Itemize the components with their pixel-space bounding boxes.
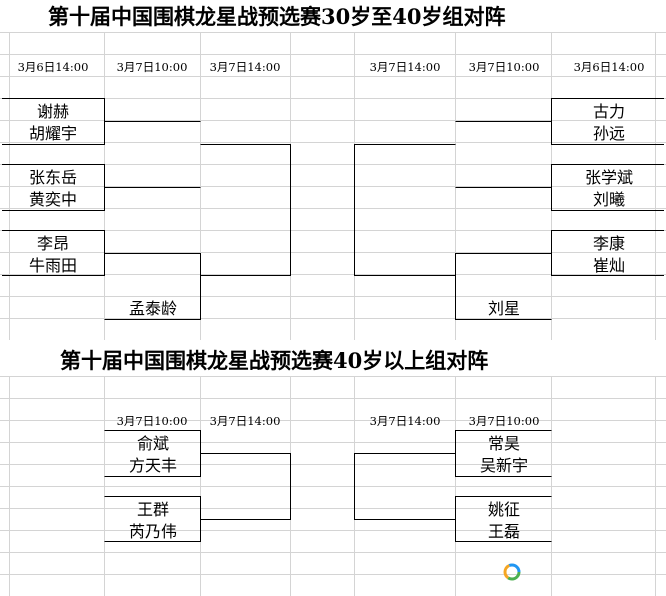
bracket-line (455, 496, 552, 542)
bracket-line (2, 98, 105, 145)
bracket-line (551, 164, 664, 211)
round-header: 3月7日10:00 (116, 414, 188, 428)
bracket-line (104, 253, 201, 320)
round-header: 3月7日10:00 (468, 414, 540, 428)
player-name: 黄奕中 (28, 190, 78, 209)
bracket-line (104, 496, 201, 542)
section-title-40-plus: 第十届中国围棋龙星战预选赛40岁以上组对阵 (60, 348, 489, 373)
bracket-line (551, 230, 664, 276)
player-name: 俞斌 (136, 434, 170, 453)
section-title-30-40: 第十届中国围棋龙星战预选赛30岁至40岁组对阵 (48, 4, 506, 29)
bracket-line (551, 98, 664, 145)
seeded-player-name: 刘星 (487, 299, 521, 318)
bracket-line (455, 430, 552, 477)
player-name: 芮乃伟 (128, 522, 178, 541)
app-logo-icon (503, 563, 521, 581)
bracket-line (200, 453, 291, 520)
player-name: 张学斌 (584, 168, 634, 187)
player-name: 常昊 (487, 434, 521, 453)
round-header: 3月7日14:00 (209, 60, 281, 74)
player-name: 胡耀宇 (28, 124, 78, 143)
player-name: 方天丰 (128, 456, 178, 475)
round-header: 3月7日10:00 (468, 60, 540, 74)
round-header: 3月7日14:00 (209, 414, 281, 428)
bracket-line (2, 164, 105, 211)
round-header: 3月6日14:00 (573, 60, 645, 74)
player-name: 牛雨田 (28, 256, 78, 275)
bracket-line (354, 144, 456, 276)
player-name: 吴新宇 (479, 456, 529, 475)
player-name: 李康 (592, 234, 626, 253)
player-name: 王群 (136, 500, 170, 519)
bracket-line (455, 253, 552, 320)
round-header: 3月7日14:00 (369, 60, 441, 74)
bracket-line (2, 230, 105, 276)
round-header: 3月7日10:00 (116, 60, 188, 74)
bracket-line (104, 430, 201, 477)
player-name: 王磊 (487, 522, 521, 541)
bracket-line (200, 144, 291, 276)
round-header: 3月6日14:00 (17, 60, 89, 74)
player-name: 李昂 (36, 234, 70, 253)
bracket-line (354, 453, 456, 520)
seeded-player-name: 孟泰龄 (128, 299, 178, 318)
player-name: 张东岳 (28, 168, 78, 187)
player-name: 谢赫 (36, 102, 70, 121)
player-name: 刘曦 (592, 190, 626, 209)
player-name: 孙远 (592, 124, 626, 143)
player-name: 古力 (592, 102, 626, 121)
round-header: 3月7日14:00 (369, 414, 441, 428)
player-name: 姚征 (487, 500, 521, 519)
player-name: 崔灿 (592, 256, 626, 275)
